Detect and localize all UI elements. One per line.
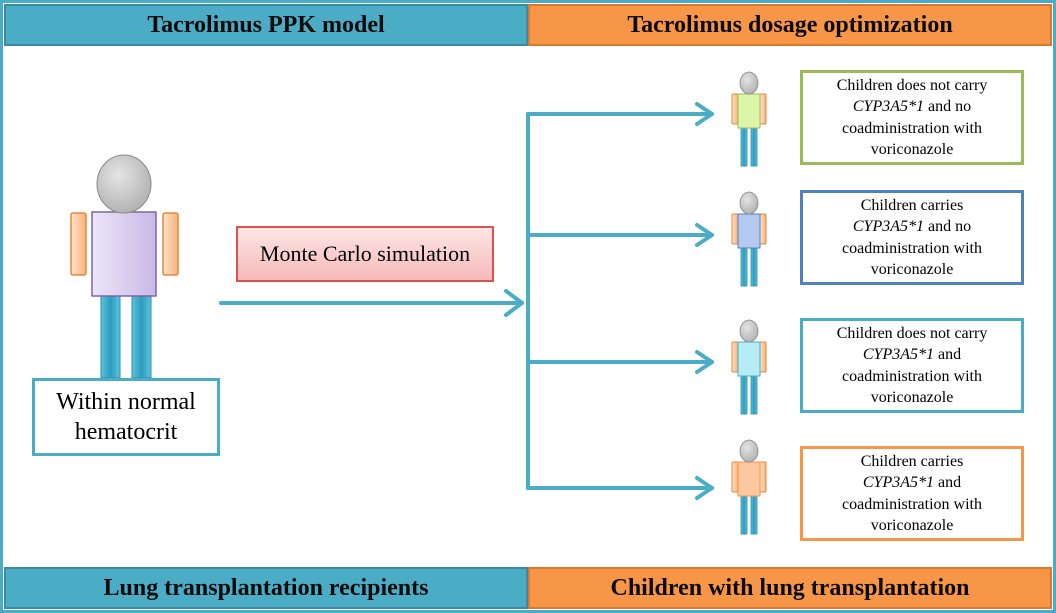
child-figures	[731, 71, 767, 535]
group-line-1: Children does not carry	[836, 76, 988, 94]
gene-label: CYP3A5*1	[852, 98, 924, 115]
group-line-2: CYP3A5*1 and	[863, 344, 961, 366]
hematocrit-box: Within normal hematocrit	[32, 378, 220, 456]
group-line-4: voriconazole	[870, 261, 954, 278]
gene-label: CYP3A5*1	[862, 474, 934, 491]
child-figure-1	[731, 71, 767, 167]
child-figure-2	[731, 191, 767, 287]
child-figure-3	[731, 319, 767, 415]
group-line-4: voriconazole	[870, 517, 954, 534]
group-line-1: Children does not carry	[836, 324, 988, 342]
group-line-3: coadministration with	[842, 495, 982, 513]
header-right: Tacrolimus dosage optimization	[528, 4, 1052, 46]
footer-left: Lung transplantation recipients	[4, 567, 528, 609]
group-line-1: Children carries	[860, 196, 964, 214]
group-line-3: coadministration with	[842, 367, 982, 385]
flow-arrows	[219, 102, 714, 500]
group-line-4: voriconazole	[870, 141, 954, 158]
adult-figure	[70, 154, 179, 379]
group-line-3: coadministration with	[842, 119, 982, 137]
group-line-3: coadministration with	[842, 239, 982, 257]
hematocrit-line-2: hematocrit	[74, 419, 178, 445]
hematocrit-line-1: Within normal	[56, 389, 196, 415]
group-line-2-rest: and no	[924, 98, 972, 115]
group-line-2-rest: and	[934, 346, 962, 363]
child-figure-4	[731, 439, 767, 535]
group-line-4: voriconazole	[870, 389, 954, 406]
group-line-2-rest: and	[934, 474, 962, 491]
group-line-1: Children carries	[860, 452, 964, 470]
group-line-2: CYP3A5*1 and no	[853, 216, 971, 238]
footer-right: Children with lung transplantation	[528, 567, 1052, 609]
gene-label: CYP3A5*1	[852, 218, 924, 235]
header-left: Tacrolimus PPK model	[4, 4, 528, 46]
group-line-2-rest: and no	[924, 218, 972, 235]
group-line-2: CYP3A5*1 and	[863, 472, 961, 494]
gene-label: CYP3A5*1	[862, 346, 934, 363]
monte-carlo-box: Monte Carlo simulation	[236, 226, 494, 282]
group-line-2: CYP3A5*1 and no	[853, 96, 971, 118]
